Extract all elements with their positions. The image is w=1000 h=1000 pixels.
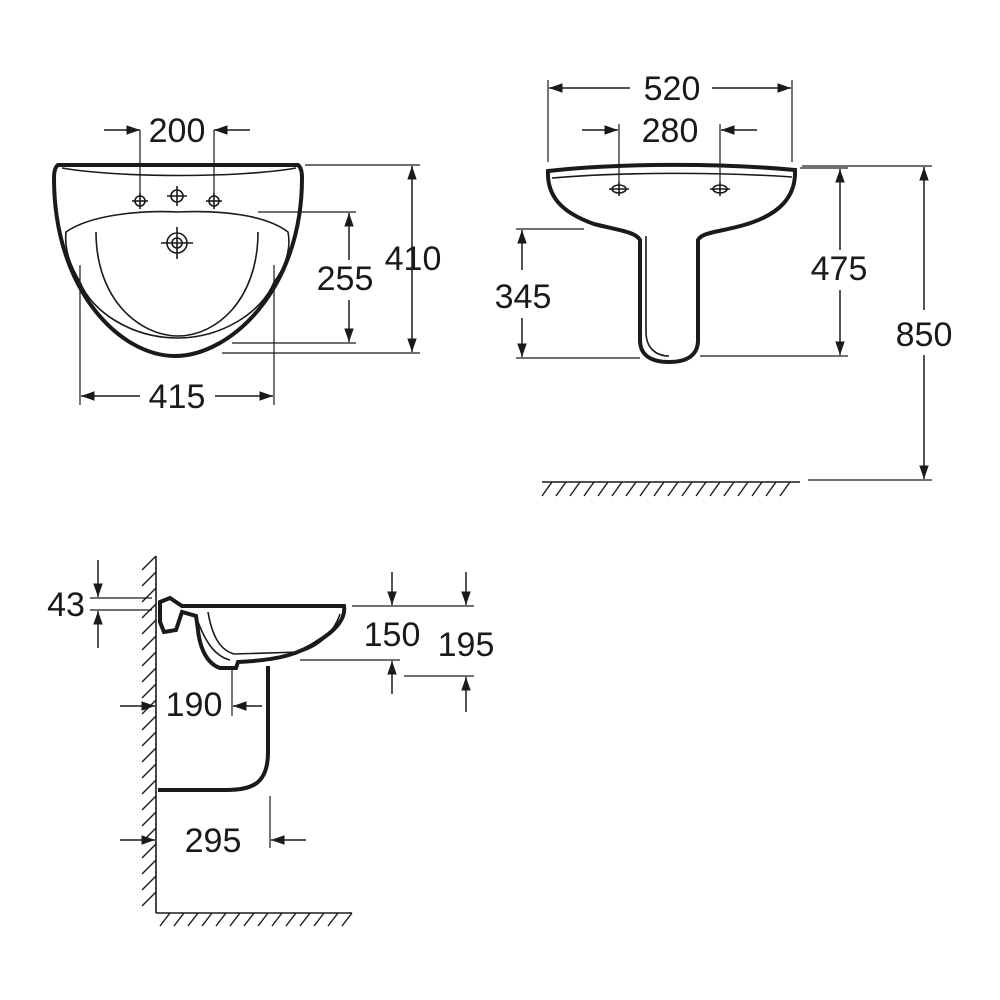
floor-hatch (541, 481, 791, 497)
faucet-hole-right (206, 193, 222, 209)
dim-345: 345 (495, 278, 552, 316)
elevation-view-basin (541, 162, 800, 497)
faucet-hole-center (167, 186, 187, 206)
top-view-basin (51, 163, 305, 359)
profile-view-dimensions: 43 150 195 190 295 (47, 560, 494, 860)
profile-floor-hatch (159, 912, 353, 927)
top-view-dimensions: 200 410 255 415 (79, 112, 442, 416)
dim-280: 280 (642, 112, 699, 150)
drain-hole (161, 227, 193, 259)
dim-410: 410 (385, 240, 442, 278)
tap-hole-right (710, 182, 730, 196)
faucet-hole-left (132, 193, 148, 209)
dim-150: 150 (364, 616, 421, 654)
tap-hole-left (609, 182, 629, 196)
dim-255: 255 (317, 260, 374, 298)
dim-850: 850 (896, 316, 953, 354)
profile-view-basin (141, 555, 353, 927)
elevation-view-dimensions: 520 280 345 475 850 (495, 70, 953, 481)
dim-520: 520 (644, 70, 701, 108)
wall-hatch (141, 555, 157, 907)
dim-415: 415 (149, 378, 206, 416)
dim-295: 295 (185, 822, 242, 860)
dim-200: 200 (149, 112, 206, 150)
dim-190: 190 (166, 686, 223, 724)
dim-195: 195 (438, 626, 495, 664)
dim-43: 43 (47, 586, 85, 624)
dim-475: 475 (811, 250, 868, 288)
